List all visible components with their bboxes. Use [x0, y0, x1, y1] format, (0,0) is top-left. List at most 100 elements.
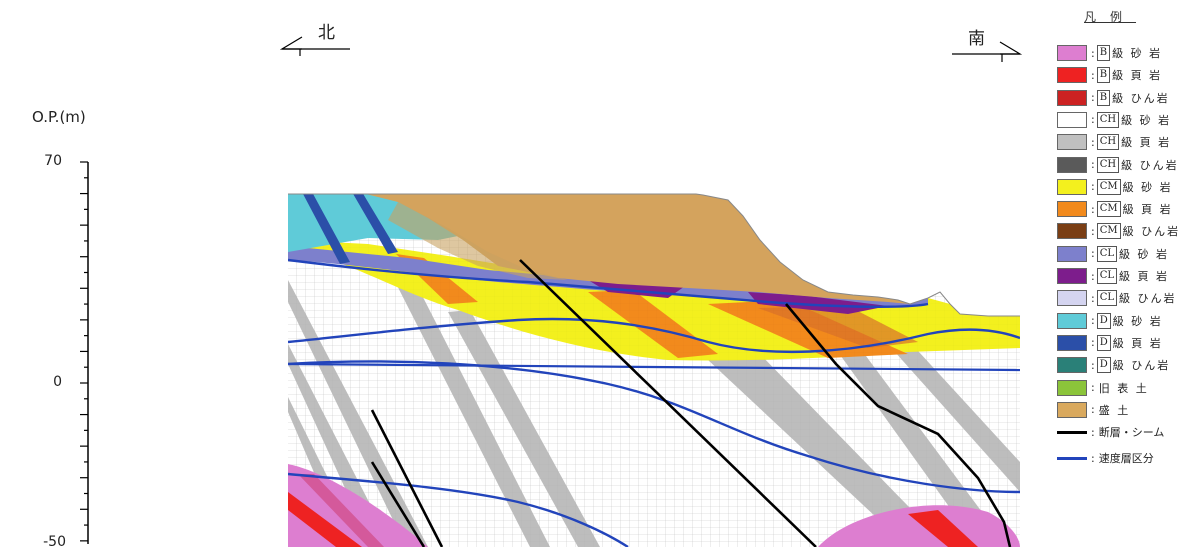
legend-colon: : [1091, 68, 1095, 82]
legend-line-item: :断層・シーム [1057, 423, 1164, 441]
legend-swatch [1057, 134, 1087, 151]
legend-grade: CL [1096, 268, 1118, 284]
legend-colon: : [1091, 180, 1095, 194]
legend-label: 級 頁 岩 [1112, 69, 1163, 83]
south-label: 南 [968, 29, 985, 49]
south-arrow-icon [952, 41, 1023, 62]
legend-grade: B [1096, 89, 1111, 106]
legend-grade: D [1096, 334, 1111, 351]
legend-line-item: :速度層区分 [1057, 449, 1154, 467]
legend-swatch [1057, 201, 1087, 218]
legend-grade: CL [1096, 290, 1118, 307]
legend-grade: CH [1096, 156, 1120, 173]
legend-swatch [1057, 290, 1087, 307]
legend-label: 級 砂 岩 [1121, 113, 1172, 127]
legend-colon: : [1091, 113, 1095, 127]
cross-section [288, 193, 1020, 547]
legend-label: 級 砂 岩 [1112, 47, 1163, 60]
legend-grade: CM [1096, 223, 1121, 240]
legend-label: 級 頁 岩 [1112, 336, 1163, 350]
legend-line-sample [1057, 430, 1087, 434]
legend-label: 級 砂 岩 [1122, 180, 1173, 194]
legend-item: :盛 土 [1057, 401, 1130, 419]
legend-line-label: 速度層区分 [1098, 452, 1154, 466]
legend-swatch [1057, 245, 1087, 262]
legend-colon: : [1091, 314, 1095, 328]
legend-swatch [1057, 45, 1087, 61]
legend-label: 級 頁 岩 [1119, 270, 1170, 283]
legend-colon: : [1091, 381, 1095, 394]
legend-grade: CM [1096, 178, 1121, 195]
legend-grade: CH [1096, 134, 1120, 151]
legend-colon: : [1091, 158, 1095, 171]
legend-colon: : [1091, 291, 1095, 305]
legend-colon: : [1091, 91, 1095, 105]
legend-colon: : [1091, 224, 1095, 238]
legend-colon: : [1091, 46, 1095, 60]
legend-label: 級 ひん岩 [1112, 91, 1170, 105]
legend-colon: : [1091, 135, 1095, 149]
axis-title: O.P.(m) [32, 108, 86, 126]
legend-grade: B [1096, 45, 1111, 61]
legend-label: 級 ひん岩 [1119, 292, 1177, 306]
legend-swatch [1057, 379, 1087, 396]
legend-swatch [1057, 268, 1087, 284]
legend-label: 級 頁 岩 [1121, 136, 1172, 150]
legend-grade: CM [1096, 201, 1121, 218]
legend-grade: D [1096, 312, 1111, 329]
legend-swatch [1057, 89, 1087, 106]
north-arrow-icon [280, 36, 350, 56]
legend-label: 級 ひん岩 [1122, 225, 1181, 239]
legend-label: 級 ひん岩 [1112, 359, 1171, 373]
legend-line-sample [1057, 456, 1087, 460]
legend-swatch [1057, 178, 1087, 195]
tick-label-0: 0 [53, 374, 62, 390]
legend-grade: B [1096, 67, 1111, 84]
legend-colon: : [1091, 247, 1095, 261]
legend-colon: : [1091, 336, 1095, 350]
legend-title: 凡例 [1084, 10, 1137, 24]
legend-colon: : [1091, 269, 1095, 283]
legend-swatch [1057, 111, 1087, 128]
tick-label-70: 70 [44, 153, 62, 169]
legend-swatch [1057, 156, 1087, 173]
legend-swatch [1057, 223, 1087, 240]
legend-label: 級 ひん岩 [1121, 158, 1179, 172]
north-label: 北 [318, 23, 335, 43]
legend-item: :旧 表 土 [1057, 379, 1149, 397]
legend-grade: D [1096, 357, 1111, 374]
faults [370, 259, 1012, 547]
legend-swatch [1057, 357, 1087, 374]
tick-label-minus-50: -50 [43, 534, 66, 550]
legend-swatch [1057, 401, 1087, 418]
legend-colon: : [1091, 358, 1095, 372]
elevation-axis [80, 161, 89, 544]
legend-label: 級 頁 岩 [1122, 203, 1173, 217]
legend-label: 級 砂 岩 [1112, 314, 1163, 328]
velocity-boundaries [288, 258, 1020, 547]
legend-swatch [1057, 312, 1087, 329]
legend-colon: : [1091, 202, 1095, 216]
legend-label: 級 砂 岩 [1119, 247, 1170, 261]
legend-label: 旧 表 土 [1098, 381, 1149, 395]
legend-grade: CL [1096, 245, 1118, 262]
legend-label: 盛 土 [1098, 403, 1131, 417]
legend-grade: CH [1096, 111, 1120, 128]
legend-swatch [1057, 67, 1087, 84]
